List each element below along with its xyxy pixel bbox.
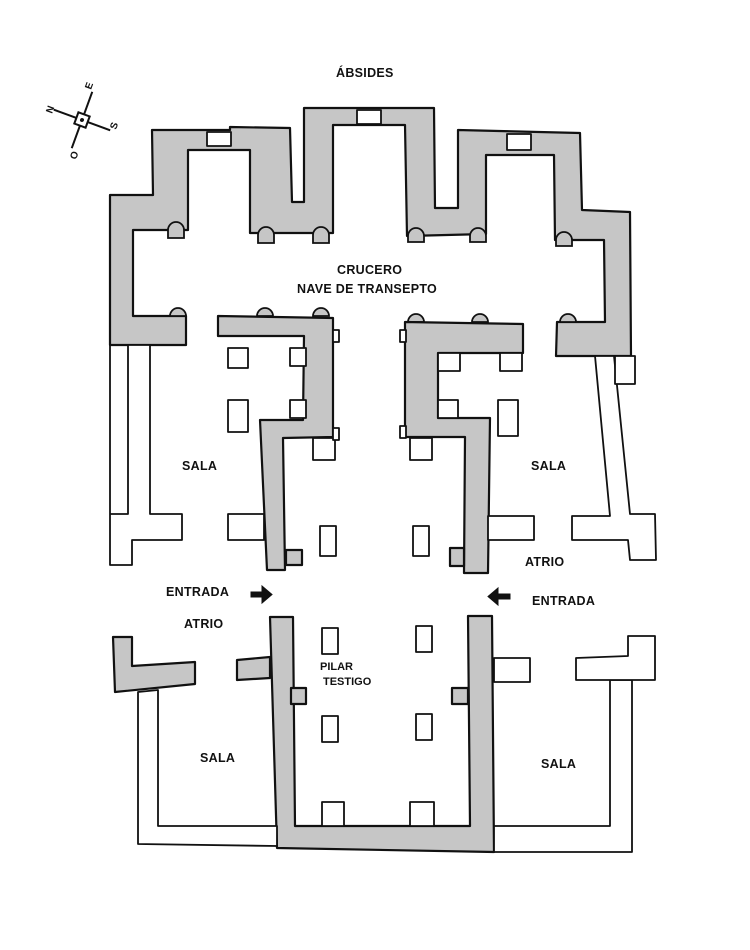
label-pilar: PILAR	[320, 661, 353, 673]
label-entrada-left: ENTRADA	[166, 585, 229, 599]
label-atrio-left: ATRIO	[184, 617, 223, 631]
compass-icon	[53, 91, 111, 149]
compass-east: E	[83, 81, 96, 91]
left-upper-hall	[109, 344, 183, 566]
atrio-left-wall	[111, 635, 197, 694]
atrio-left-wall-2	[235, 655, 272, 682]
label-sala-left-upper: SALA	[182, 459, 217, 473]
apse-opening	[206, 131, 232, 147]
compass-south: S	[108, 121, 121, 131]
apse-transept-wall	[108, 106, 633, 358]
left-upper-block	[227, 513, 265, 541]
label-atrio-right: ATRIO	[525, 555, 564, 569]
apse-opening	[356, 109, 382, 125]
label-sala-left-lower: SALA	[200, 751, 235, 765]
label-sala-right-upper: SALA	[531, 459, 566, 473]
upper-pillars	[227, 329, 523, 557]
right-inner-wall	[403, 320, 525, 575]
right-wall-stub	[448, 546, 466, 568]
right-upper-hall	[571, 355, 657, 561]
left-wall-stub	[284, 548, 304, 567]
lower-right-block-2	[493, 657, 531, 683]
lower-right-block	[575, 635, 656, 681]
entrada-right-arrow-icon	[487, 586, 511, 607]
label-entrada-right: ENTRADA	[532, 594, 595, 608]
half-columns	[167, 221, 577, 323]
lower-left-stub	[289, 686, 308, 706]
apse-opening	[506, 133, 532, 151]
lower-left-hall	[137, 689, 278, 847]
compass-west: O	[68, 150, 81, 161]
lower-right-stub	[450, 686, 470, 706]
lower-nave-wall	[268, 614, 496, 854]
right-upper-block	[487, 515, 535, 541]
right-upper-block-2	[614, 355, 636, 385]
compass-north: N	[44, 104, 57, 115]
left-inner-wall	[216, 314, 335, 572]
label-absides: ÁBSIDES	[336, 65, 394, 80]
entrada-left-arrow-icon	[250, 584, 273, 605]
label-testigo: TESTIGO	[323, 676, 372, 688]
label-nave-transepto: NAVE DE TRANSEPTO	[297, 282, 437, 296]
label-crucero: CRUCERO	[337, 263, 402, 277]
lower-pillars	[321, 625, 435, 827]
label-sala-right-lower: SALA	[541, 757, 576, 771]
